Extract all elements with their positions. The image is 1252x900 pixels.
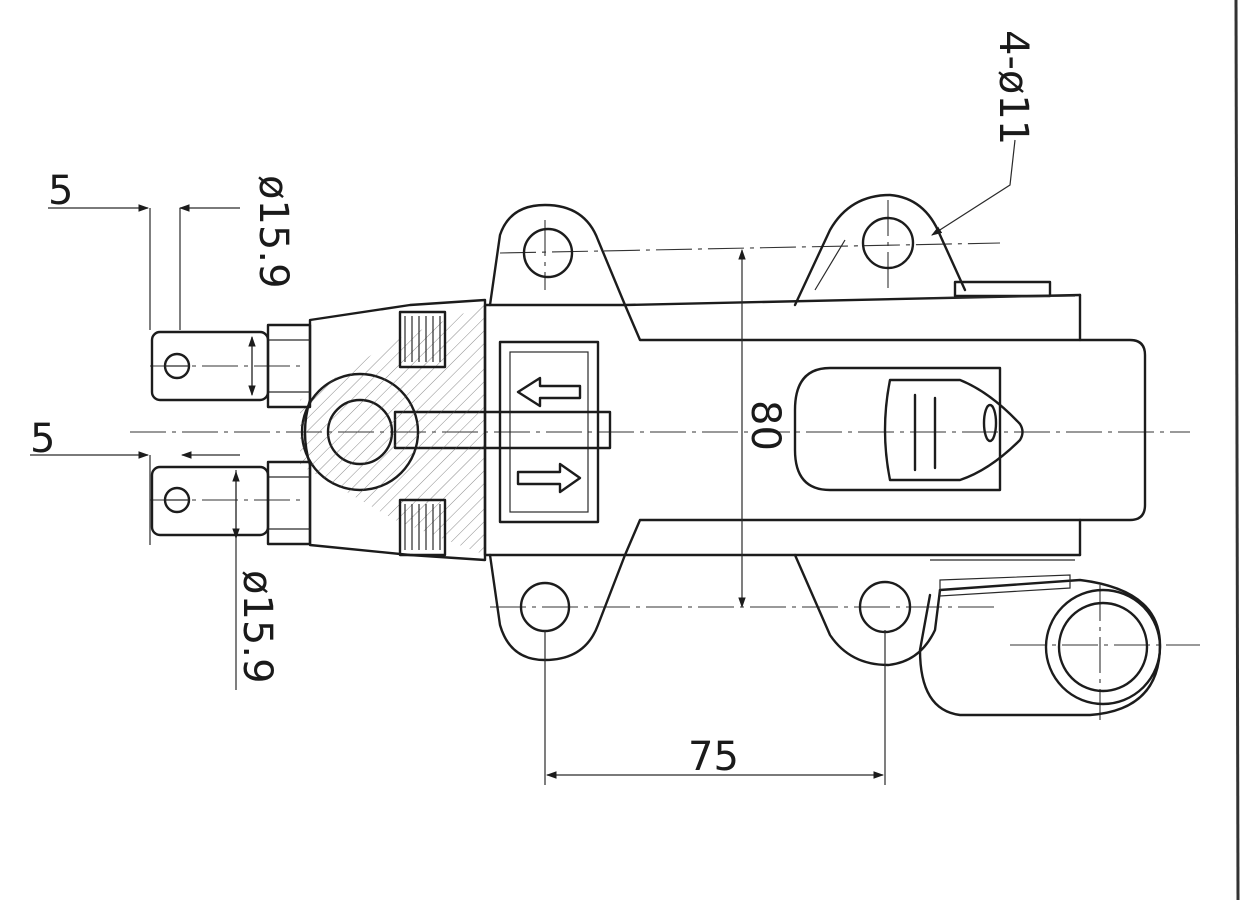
outlet-pipe [918, 574, 1162, 717]
valve-body [483, 280, 1147, 561]
mounting-lug-bottom-right [793, 553, 942, 667]
dimension-port-diameter-bottom: ø15.9 [232, 470, 280, 690]
port-diameter-bottom-label: ø15.9 [234, 570, 280, 684]
dimension-mount-width: 80 [738, 248, 788, 609]
mount-width-label: 80 [742, 400, 788, 451]
dimension-offset-bottom: 5 [30, 416, 240, 545]
dimension-mount-spacing: 75 [544, 630, 886, 785]
port-diameter-top-label: ø15.9 [250, 175, 296, 289]
dimension-port-diameter-top: ø15.9 [178, 175, 296, 397]
mounting-lug-top-left [488, 203, 627, 307]
dimension-offset-top: 5 [48, 168, 151, 330]
hole-callout-label: 4-ø11 [990, 30, 1036, 145]
dimension-hole-callout: 4-ø11 [931, 30, 1036, 236]
offset-bottom-label: 5 [30, 416, 55, 462]
sheet-border [1234, 0, 1240, 900]
mounting-lug-top-right [793, 193, 967, 307]
mount-spacing-label: 75 [688, 734, 739, 780]
arrow-left-icon [516, 376, 582, 408]
arrow-right-icon [516, 462, 582, 494]
port-fitting-bottom [150, 460, 312, 546]
direction-plate [498, 340, 600, 524]
offset-top-label: 5 [48, 168, 73, 214]
valve-knob [793, 366, 1024, 492]
port-fitting-top [150, 323, 312, 409]
